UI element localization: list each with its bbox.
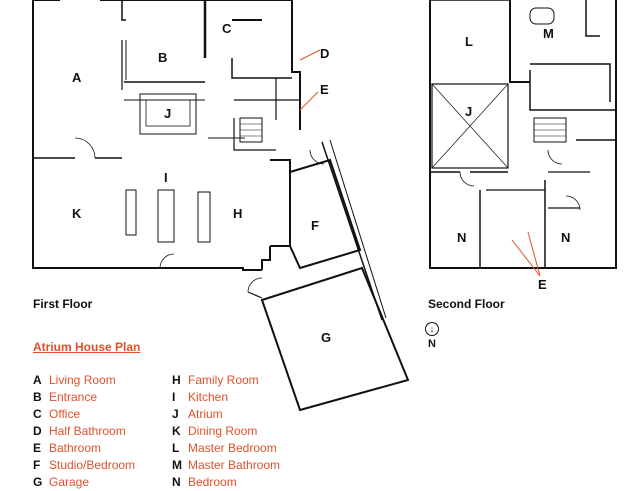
legend-key: D [33, 424, 42, 438]
legend-name: Atrium [188, 407, 223, 421]
legend-item: D Half Bathroom [33, 423, 135, 440]
room-label: L [465, 34, 473, 49]
second-floor-walls [429, 0, 617, 277]
compass-arrow-icon: ↓ [425, 322, 439, 336]
legend-name: Half Bathroom [49, 424, 126, 438]
room-label: G [321, 330, 331, 345]
room-label: A [72, 70, 82, 85]
legend-name: Bedroom [188, 475, 237, 489]
legend-key: I [172, 390, 176, 404]
legend-key: H [172, 373, 181, 387]
room-labels-first-floor: A B C D E F G H I J K [72, 21, 331, 345]
legend-item: B Entrance [33, 389, 135, 406]
room-label: J [164, 106, 171, 121]
legend-key: G [33, 475, 43, 489]
first-floor-label: First Floor [33, 297, 93, 311]
legend-key: L [172, 441, 180, 455]
legend-name: Master Bedroom [188, 441, 277, 455]
legend-item: L Master Bedroom [172, 440, 280, 457]
second-floor-label: Second Floor [428, 297, 505, 311]
legend-name: Living Room [49, 373, 116, 387]
legend-name: Office [49, 407, 81, 421]
room-label: I [164, 170, 168, 185]
legend-item: H Family Room [172, 372, 280, 389]
room-label: J [465, 104, 472, 119]
room-label: H [233, 206, 242, 221]
legend-name: Entrance [49, 390, 98, 404]
legend-item: C Office [33, 406, 135, 423]
legend-name: Studio/Bedroom [49, 458, 136, 472]
legend-item: J Atrium [172, 406, 280, 423]
north-compass: ↓ N [424, 322, 440, 350]
legend-key: N [172, 475, 181, 489]
legend-item: M Master Bathroom [172, 457, 280, 474]
first-floor-walls [32, 0, 410, 412]
legend-item: I Kitchen [172, 389, 280, 406]
room-label: M [543, 26, 554, 41]
room-label: E [538, 277, 547, 292]
legend-name: Family Room [188, 373, 259, 387]
legend-name: Bathroom [49, 441, 102, 455]
room-label: N [457, 230, 466, 245]
legend-item: G Garage [33, 474, 135, 491]
legend-name: Master Bathroom [188, 458, 281, 472]
legend-item: K Dining Room [172, 423, 280, 440]
room-label: N [561, 230, 570, 245]
room-label: K [72, 206, 82, 221]
legend-name: Dining Room [188, 424, 258, 438]
room-label: F [311, 218, 319, 233]
room-labels-second-floor: L M J N N E [457, 26, 570, 292]
compass-letter: N [428, 338, 436, 350]
legend-item: A Living Room [33, 372, 135, 389]
room-label: D [320, 46, 329, 61]
legend-key: B [33, 390, 42, 404]
room-label: E [320, 82, 329, 97]
legend-key: J [172, 407, 179, 421]
legend-item: F Studio/Bedroom [33, 457, 135, 474]
room-label: C [222, 21, 232, 36]
room-label: B [158, 50, 167, 65]
legend-item: N Bedroom [172, 474, 280, 491]
legend-name: Kitchen [188, 390, 229, 404]
legend-key: E [33, 441, 42, 455]
plan-title: Atrium House Plan [33, 340, 141, 354]
legend-name: Garage [49, 475, 90, 489]
legend-key: F [33, 458, 41, 472]
legend-key: A [33, 373, 42, 387]
legend-key: M [172, 458, 182, 472]
legend-key: C [33, 407, 42, 421]
legend-key: K [172, 424, 181, 438]
floor-plan-drawing: A B C D E F G H I J K L M J N N E [32, 0, 617, 412]
legend-item: E Bathroom [33, 440, 135, 457]
